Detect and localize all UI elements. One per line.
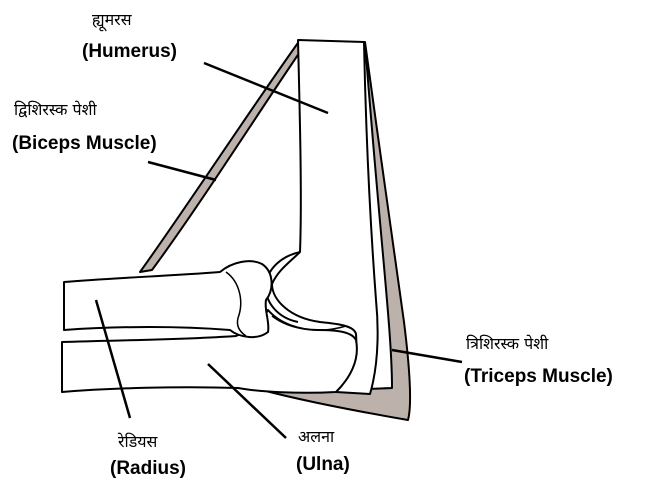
biceps-label-english: (Biceps Muscle) (12, 133, 157, 155)
ulna-label-english: (Ulna) (296, 454, 350, 476)
triceps-label-english: (Triceps Muscle) (464, 366, 613, 388)
biceps-pointer (148, 162, 216, 180)
radius-label-hindi: रेडियस (118, 430, 157, 452)
biceps-muscle (140, 40, 304, 272)
biceps-label-hindi: द्विशिरस्क पेशी (14, 98, 97, 120)
humerus-label-hindi: ह्यूमरस (92, 8, 132, 30)
ulna-label-hindi: अलना (298, 425, 334, 447)
triceps-label-hindi: त्रिशिरस्क पेशी (466, 332, 548, 354)
radius-label-english: (Radius) (110, 458, 186, 480)
humerus-label-english: (Humerus) (82, 41, 177, 63)
